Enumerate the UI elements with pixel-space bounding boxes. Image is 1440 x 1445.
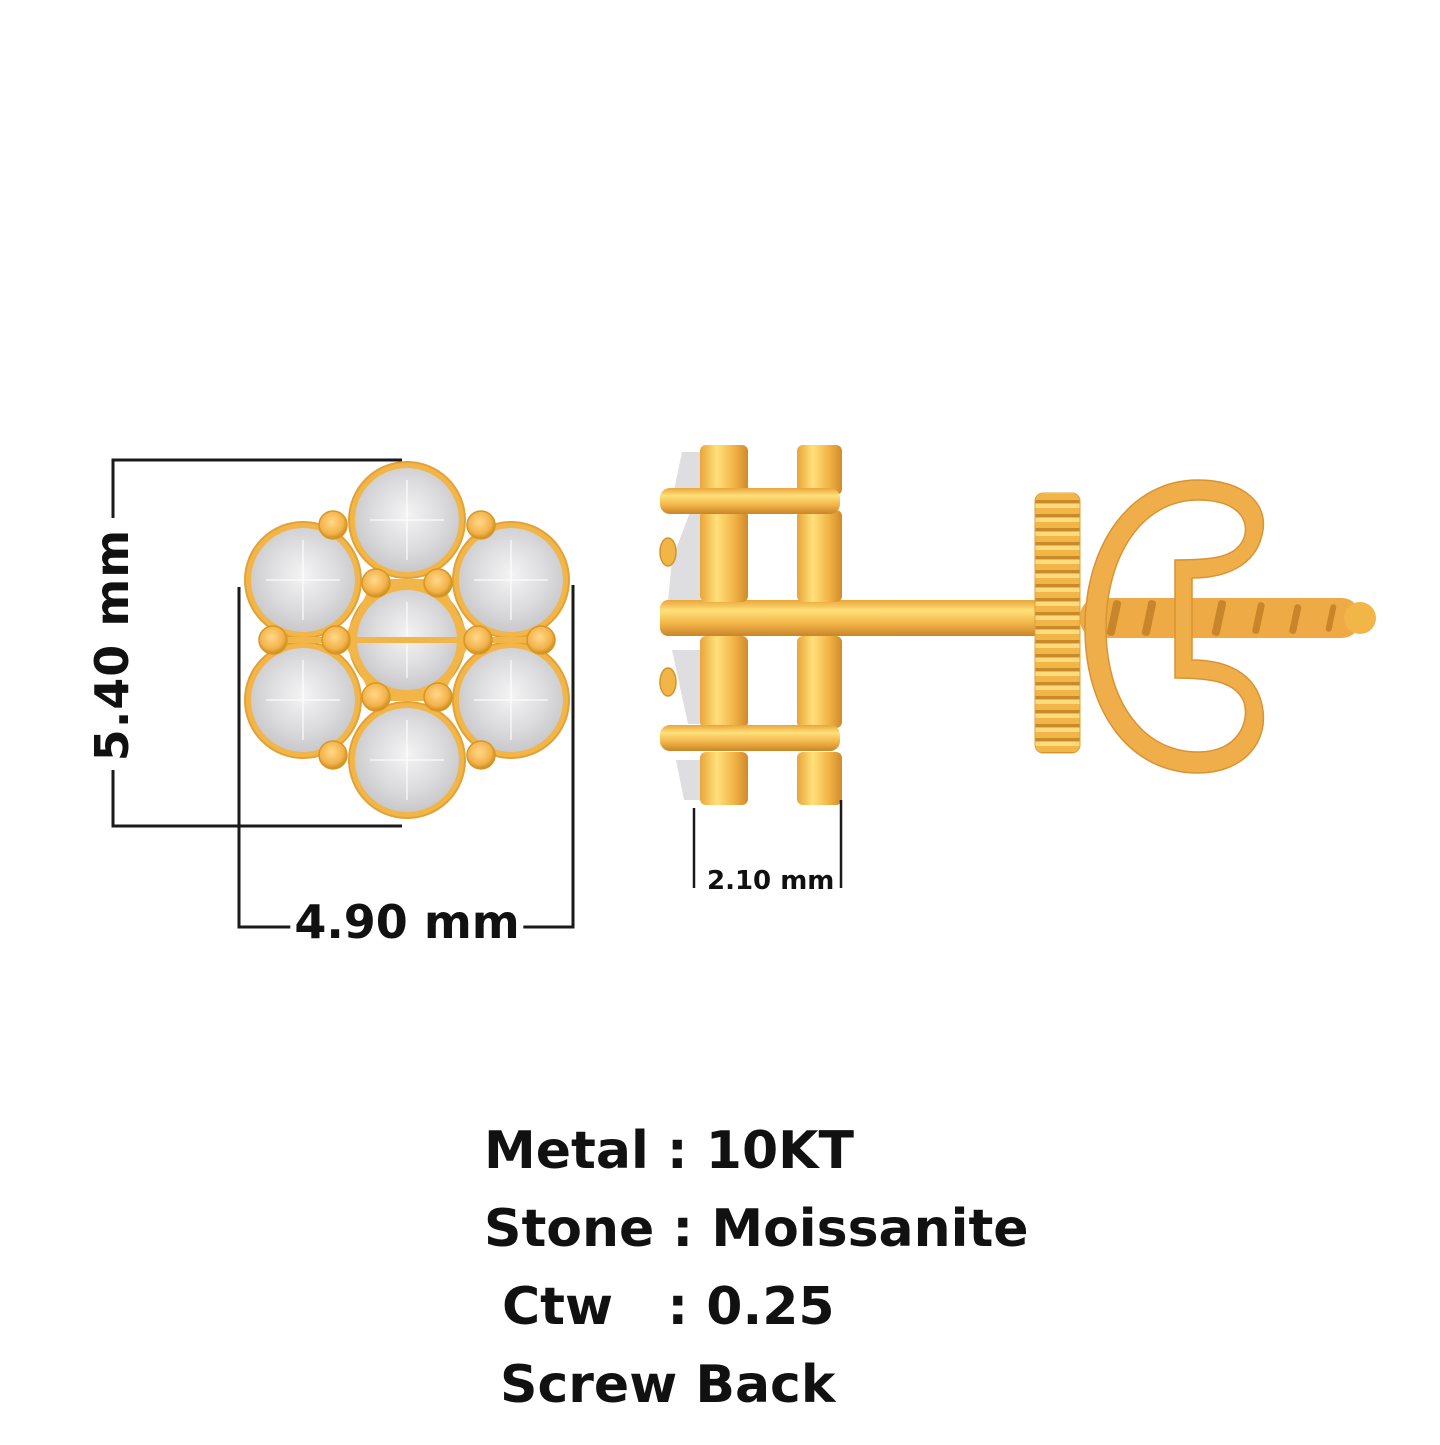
spec-stone: Stone : Moissanite <box>484 1199 1029 1259</box>
screw-back-butterfly <box>1084 479 1265 774</box>
prong-beads <box>258 510 556 770</box>
depth-dimension-label: 2.10 mm <box>707 866 835 896</box>
side-view <box>659 445 1376 888</box>
spec-screw-back: Screw Back <box>500 1355 836 1415</box>
flower-cluster <box>244 461 570 819</box>
screw-thread <box>1080 598 1376 638</box>
width-dimension-lines <box>237 585 575 929</box>
spec-metal: Metal : 10KT <box>484 1121 854 1181</box>
height-dimension-lines <box>111 458 402 828</box>
screw-back-disc <box>1034 492 1081 754</box>
gallery-bars <box>700 445 842 805</box>
depth-dimension-lines <box>692 800 843 888</box>
earring-post <box>660 600 1060 636</box>
product-specs: Metal : 10KT Stone : Moissanite Ctw : 0.… <box>482 1112 1029 1424</box>
width-dimension-label: 4.90 mm <box>290 895 524 949</box>
height-dimension-label: 5.40 mm <box>85 522 139 768</box>
spec-ctw: Ctw : 0.25 <box>502 1277 835 1337</box>
front-view <box>111 458 575 929</box>
